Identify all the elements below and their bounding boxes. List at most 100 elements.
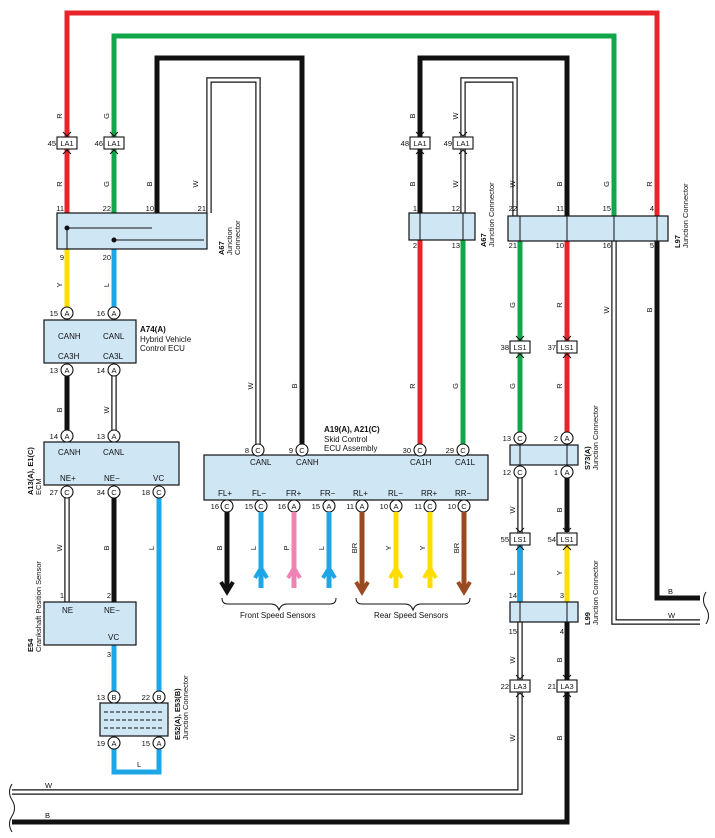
e52-code: E52(A), E53(B) bbox=[173, 688, 182, 740]
sensor-arrowhead-0 bbox=[219, 580, 235, 596]
la3-tag-22-chevron-a bbox=[515, 674, 525, 680]
pin-number-11: 16 bbox=[97, 309, 105, 318]
wire-letter-7: L bbox=[102, 283, 111, 287]
pin-number-9: 20 bbox=[103, 253, 111, 262]
pin-e52-15-letter: A bbox=[156, 739, 161, 748]
wire-letter-24: G bbox=[451, 383, 460, 389]
a74-name1: Hybrid Vehicle bbox=[140, 335, 192, 344]
skid-rl-minus-label: RL− bbox=[388, 489, 403, 498]
pin-s73-1 bbox=[560, 465, 574, 479]
pin-s73-13 bbox=[513, 431, 527, 445]
pin-s73-13-letter: C bbox=[517, 434, 523, 443]
la1-tag-49-rect bbox=[452, 136, 474, 150]
ls1-tag-55-chevron-b bbox=[515, 545, 525, 551]
l99-name: Junction Connector bbox=[591, 560, 600, 625]
wire-letter-29: B bbox=[645, 307, 654, 312]
pin-number-skid-1: 15 bbox=[245, 502, 253, 511]
pin-number-29: 15 bbox=[603, 204, 611, 213]
pin-number-55: 15 bbox=[142, 739, 150, 748]
pin-skid-sensor-6-letter: C bbox=[427, 502, 433, 511]
wire-letter-36: L bbox=[249, 546, 258, 550]
a74-canl-label: CANL bbox=[103, 332, 125, 341]
l99-code: L99 bbox=[583, 612, 592, 625]
wire-letter-22: R bbox=[645, 181, 654, 187]
pin-number-52: 13 bbox=[97, 693, 105, 702]
wire-letter-43: W bbox=[508, 656, 517, 664]
wire-letter-41: Y bbox=[418, 545, 427, 550]
ls1-tag-38-text: LS1 bbox=[513, 343, 526, 352]
wire-letter-12: L bbox=[147, 546, 156, 550]
wire-letter-h-3: W bbox=[668, 611, 676, 620]
a67-right-name: Junction Connector bbox=[487, 182, 496, 247]
la3-tag-21-chevron-b bbox=[562, 692, 572, 698]
pin-number-41: 55 bbox=[501, 535, 509, 544]
la1-tag-49-text: LA1 bbox=[456, 139, 469, 148]
ls1-tag-54-chevron-b bbox=[562, 545, 572, 551]
s73-connector-box bbox=[509, 444, 579, 466]
pin-number-34: 5 bbox=[650, 241, 654, 250]
a74-ca3l-label: CA3L bbox=[103, 352, 124, 361]
la1-tag-45-rect bbox=[56, 136, 78, 150]
pin-number-17: 34 bbox=[97, 488, 105, 497]
e54-code: E54 bbox=[26, 638, 35, 652]
black-wire-l97-exit bbox=[654, 241, 700, 601]
pin-skid-30 bbox=[413, 443, 427, 457]
rear-sensors-label: Rear Speed Sensors bbox=[374, 611, 448, 620]
wire-letter-28: R bbox=[555, 383, 564, 389]
white-wire-bottom bbox=[12, 622, 522, 794]
a74-canh-label: CANH bbox=[58, 332, 81, 341]
la1-tag-49-chevron-a bbox=[458, 131, 468, 137]
white-wire-l97-exit bbox=[612, 241, 700, 624]
pin-number-33: 16 bbox=[603, 241, 611, 250]
pin-number-23: 1 bbox=[413, 204, 417, 213]
la1-tag-48-rect bbox=[409, 136, 431, 150]
wire-letter-3: G bbox=[102, 181, 111, 187]
pin-number-31: 21 bbox=[509, 241, 517, 250]
pin-s73-12 bbox=[513, 465, 527, 479]
a13-code: A13(A), E1(C) bbox=[26, 447, 35, 495]
pin-ecm-34 bbox=[107, 485, 121, 499]
ecm-canl-label: CANL bbox=[103, 448, 125, 457]
pin-ecm-13-letter: A bbox=[111, 432, 116, 441]
pin-ecm-27 bbox=[60, 485, 74, 499]
a19-code: A19(A), A21(C) bbox=[324, 425, 380, 434]
la1-tag-46-chevron-a bbox=[109, 131, 119, 137]
pin-number-8: 9 bbox=[60, 253, 64, 262]
la1-tag-48-chevron-b bbox=[415, 149, 425, 155]
l99-connector-box bbox=[509, 601, 579, 623]
wire-letter-38: L bbox=[317, 546, 326, 550]
skid-fr-minus-label: FR− bbox=[320, 489, 336, 498]
pin-number-27: 22 bbox=[509, 204, 517, 213]
sensor-arrowhead-1 bbox=[253, 564, 269, 580]
a13-name: ECM bbox=[34, 478, 43, 495]
wire-letter-25: G bbox=[508, 302, 517, 308]
e52-name: Junction Connector bbox=[181, 675, 190, 740]
la1-tag-46-rect bbox=[103, 136, 125, 150]
skid-canl-label: CANL bbox=[250, 458, 272, 467]
pin-number-54: 19 bbox=[97, 739, 105, 748]
wire-letter-0: R bbox=[55, 113, 64, 119]
wire-letter-44: B bbox=[555, 657, 564, 662]
pin-number-18: 18 bbox=[142, 488, 150, 497]
pin-ecm-27-letter: C bbox=[64, 488, 70, 497]
la1-tag-46-chevron-b bbox=[109, 149, 119, 155]
sensor-arrowhead-3 bbox=[321, 564, 337, 580]
pin-a74-13-letter: A bbox=[64, 366, 69, 375]
pin-number-42: 54 bbox=[548, 535, 556, 544]
la1-tag-46: LA1 bbox=[103, 131, 125, 155]
la1-tag-46-text: LA1 bbox=[107, 139, 120, 148]
sensor-arrowhead-7 bbox=[456, 580, 472, 596]
pin-skid-8-letter: C bbox=[255, 446, 261, 455]
ls1-tag-55-chevron-a bbox=[515, 527, 525, 533]
wire-letter-14: B bbox=[290, 383, 299, 388]
la1-tag-48-text: LA1 bbox=[413, 139, 426, 148]
wire-letter-31: W bbox=[508, 506, 517, 514]
la3-tag-22-rect bbox=[509, 679, 531, 693]
a67-left-name-2: Connector bbox=[233, 220, 242, 255]
pin-number-4: 11 bbox=[56, 204, 64, 213]
pin-number-6: 10 bbox=[146, 204, 154, 213]
pin-number-12: 13 bbox=[50, 366, 58, 375]
black-wire-top-left bbox=[154, 55, 305, 450]
